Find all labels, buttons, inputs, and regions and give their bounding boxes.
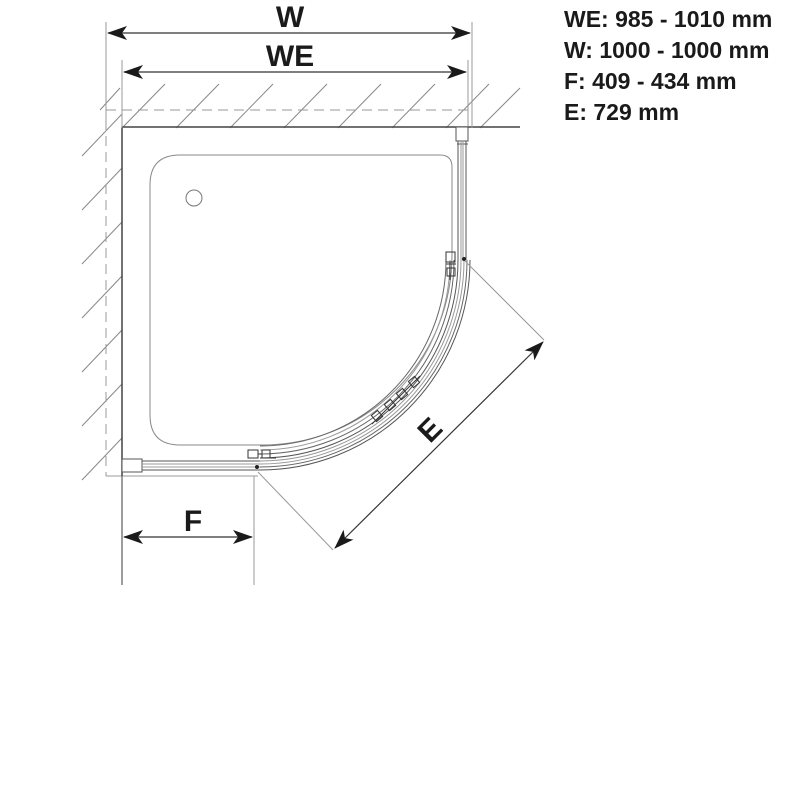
spec-e: E: 729 mm	[564, 99, 680, 125]
top-wall-hatching	[99, 83, 521, 129]
spec-w: W: 1000 - 1000 mm	[564, 37, 770, 63]
dimension-specs: WE: 985 - 1010 mm W: 1000 - 1000 mm F: 4…	[564, 4, 772, 128]
door-roller-bottom	[247, 449, 276, 459]
drain-icon	[185, 189, 203, 207]
left-wall-hatching	[81, 113, 123, 481]
door-roller-top	[445, 251, 456, 280]
e-dimension-label: E	[412, 412, 449, 449]
right-wall-profile	[455, 126, 469, 260]
we-dimension-label: WE	[266, 40, 314, 73]
door-pivot-bottom	[255, 465, 259, 469]
door-pivot-top	[462, 257, 466, 261]
spec-f: F: 409 - 434 mm	[564, 68, 737, 94]
e-extension-bottom	[257, 471, 334, 551]
e-extension-top	[464, 260, 545, 341]
e-dimension-arrow	[334, 341, 544, 549]
spec-we: WE: 985 - 1010 mm	[564, 6, 773, 32]
left-wall-profile	[121, 458, 262, 473]
w-dimension-label: W	[276, 1, 305, 34]
f-dimension-label: F	[184, 505, 202, 538]
